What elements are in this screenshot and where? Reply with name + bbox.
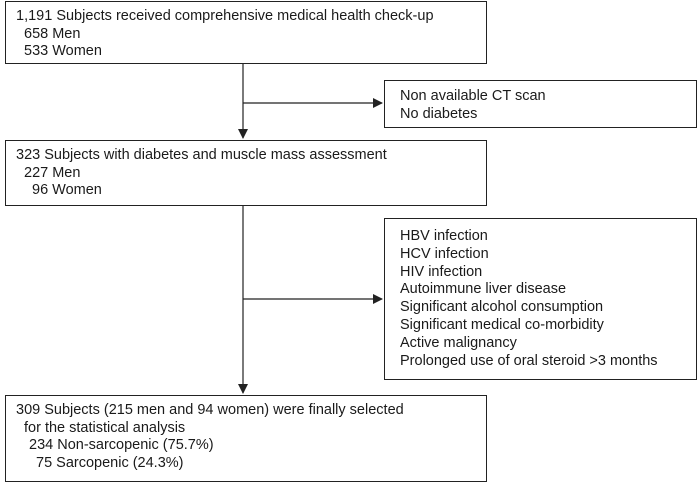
box-exclusion-2: HBV infection HCV infection HIV infectio…	[384, 218, 697, 380]
exclusion2-item-6: Active malignancy	[400, 334, 517, 351]
box1-men: 658 Men	[24, 25, 81, 42]
box2-women: 96 Women	[32, 182, 102, 198]
box3-title-line2: for the statistical analysis	[24, 419, 186, 436]
box3-sarcopenic: 75 Sarcopenic (24.3%)	[36, 454, 184, 471]
box-diabetes-subjects: 323 Subjects with diabetes and muscle ma…	[5, 140, 487, 206]
box2-title: 323 Subjects with diabetes and muscle ma…	[16, 147, 387, 163]
box3-title-line1: 309 Subjects (215 men and 94 women) were…	[16, 402, 404, 418]
exclusion2-item-4: Significant alcohol consumption	[400, 299, 604, 316]
box-exclusion-1: Non available CT scan No diabetes	[384, 80, 697, 128]
exclusion1-item-0: Non available CT scan	[400, 88, 546, 104]
box2-men: 227 Men	[24, 164, 81, 181]
box1-title: 1,191 Subjects received comprehensive me…	[16, 8, 434, 24]
box1-women: 533 Women	[24, 43, 102, 59]
exclusion2-item-5: Significant medical co-morbidity	[400, 316, 604, 333]
exclusion2-item-0: HBV infection	[400, 228, 488, 244]
box-final-selection: 309 Subjects (215 men and 94 women) were…	[5, 395, 487, 482]
exclusion2-item-1: HCV infection	[400, 245, 489, 262]
exclusion2-item-3: Autoimmune liver disease	[400, 281, 567, 298]
box-initial-subjects: 1,191 Subjects received comprehensive me…	[5, 1, 487, 64]
exclusion2-item-7: Prolonged use of oral steroid >3 months	[400, 352, 658, 369]
box3-non-sarcopenic: 234 Non-sarcopenic (75.7%)	[29, 437, 214, 453]
exclusion2-item-2: HIV infection	[400, 263, 483, 280]
exclusion1-item-1: No diabetes	[400, 105, 478, 122]
